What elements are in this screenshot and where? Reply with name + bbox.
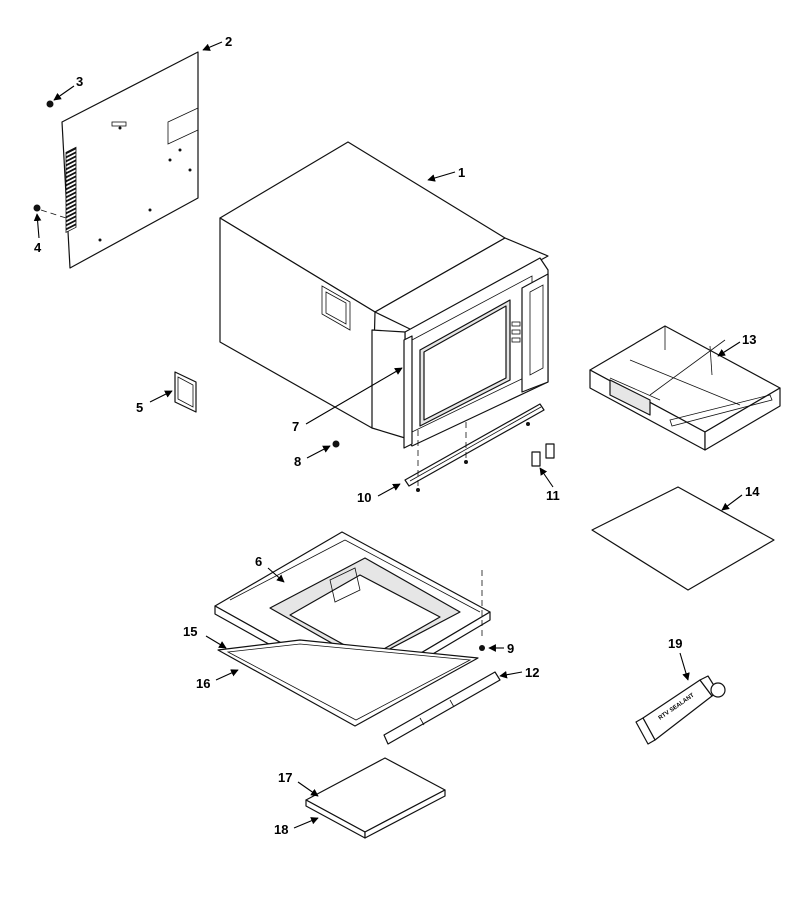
callout-1: 1	[458, 165, 465, 180]
callout-10: 10	[357, 490, 371, 505]
foot-bumpers	[531, 443, 555, 467]
callout-16: 16	[196, 676, 210, 691]
callout-17: 17	[278, 770, 292, 785]
front-bracket	[403, 335, 413, 449]
callout-12: 12	[525, 665, 539, 680]
callout-2: 2	[225, 34, 232, 49]
back-panel	[61, 51, 199, 269]
callout-3: 3	[76, 74, 83, 89]
callout-4: 4	[34, 240, 42, 255]
bottom-sheet	[591, 486, 775, 591]
callout-19: 19	[668, 636, 682, 651]
callout-11: 11	[546, 488, 560, 503]
access-cover	[174, 371, 197, 413]
filter-tray	[305, 757, 446, 839]
screw-front	[332, 440, 340, 448]
rtv-sealant-tube: RTV SEALANT	[635, 675, 726, 745]
callout-5: 5	[136, 400, 143, 415]
callout-18: 18	[274, 822, 288, 837]
callout-labels: 1 2 3 4 5 6 7 8 9 10 11 12 13 14 15 16 1…	[34, 34, 760, 837]
callout-14: 14	[745, 484, 760, 499]
callout-6: 6	[255, 554, 262, 569]
screw-base	[479, 645, 485, 651]
front-trim-strip	[383, 671, 501, 745]
crisper-tray	[589, 325, 781, 451]
callout-9: 9	[507, 641, 514, 656]
callout-15: 15	[183, 624, 197, 639]
callout-7: 7	[292, 419, 299, 434]
base-gasket	[217, 639, 479, 727]
callout-13: 13	[742, 332, 756, 347]
callout-8: 8	[294, 454, 301, 469]
oven-cabinet	[219, 141, 549, 447]
screw-top	[46, 100, 54, 108]
leader-lines	[33, 41, 743, 829]
door-rail	[404, 403, 545, 492]
screw-side	[33, 204, 67, 219]
